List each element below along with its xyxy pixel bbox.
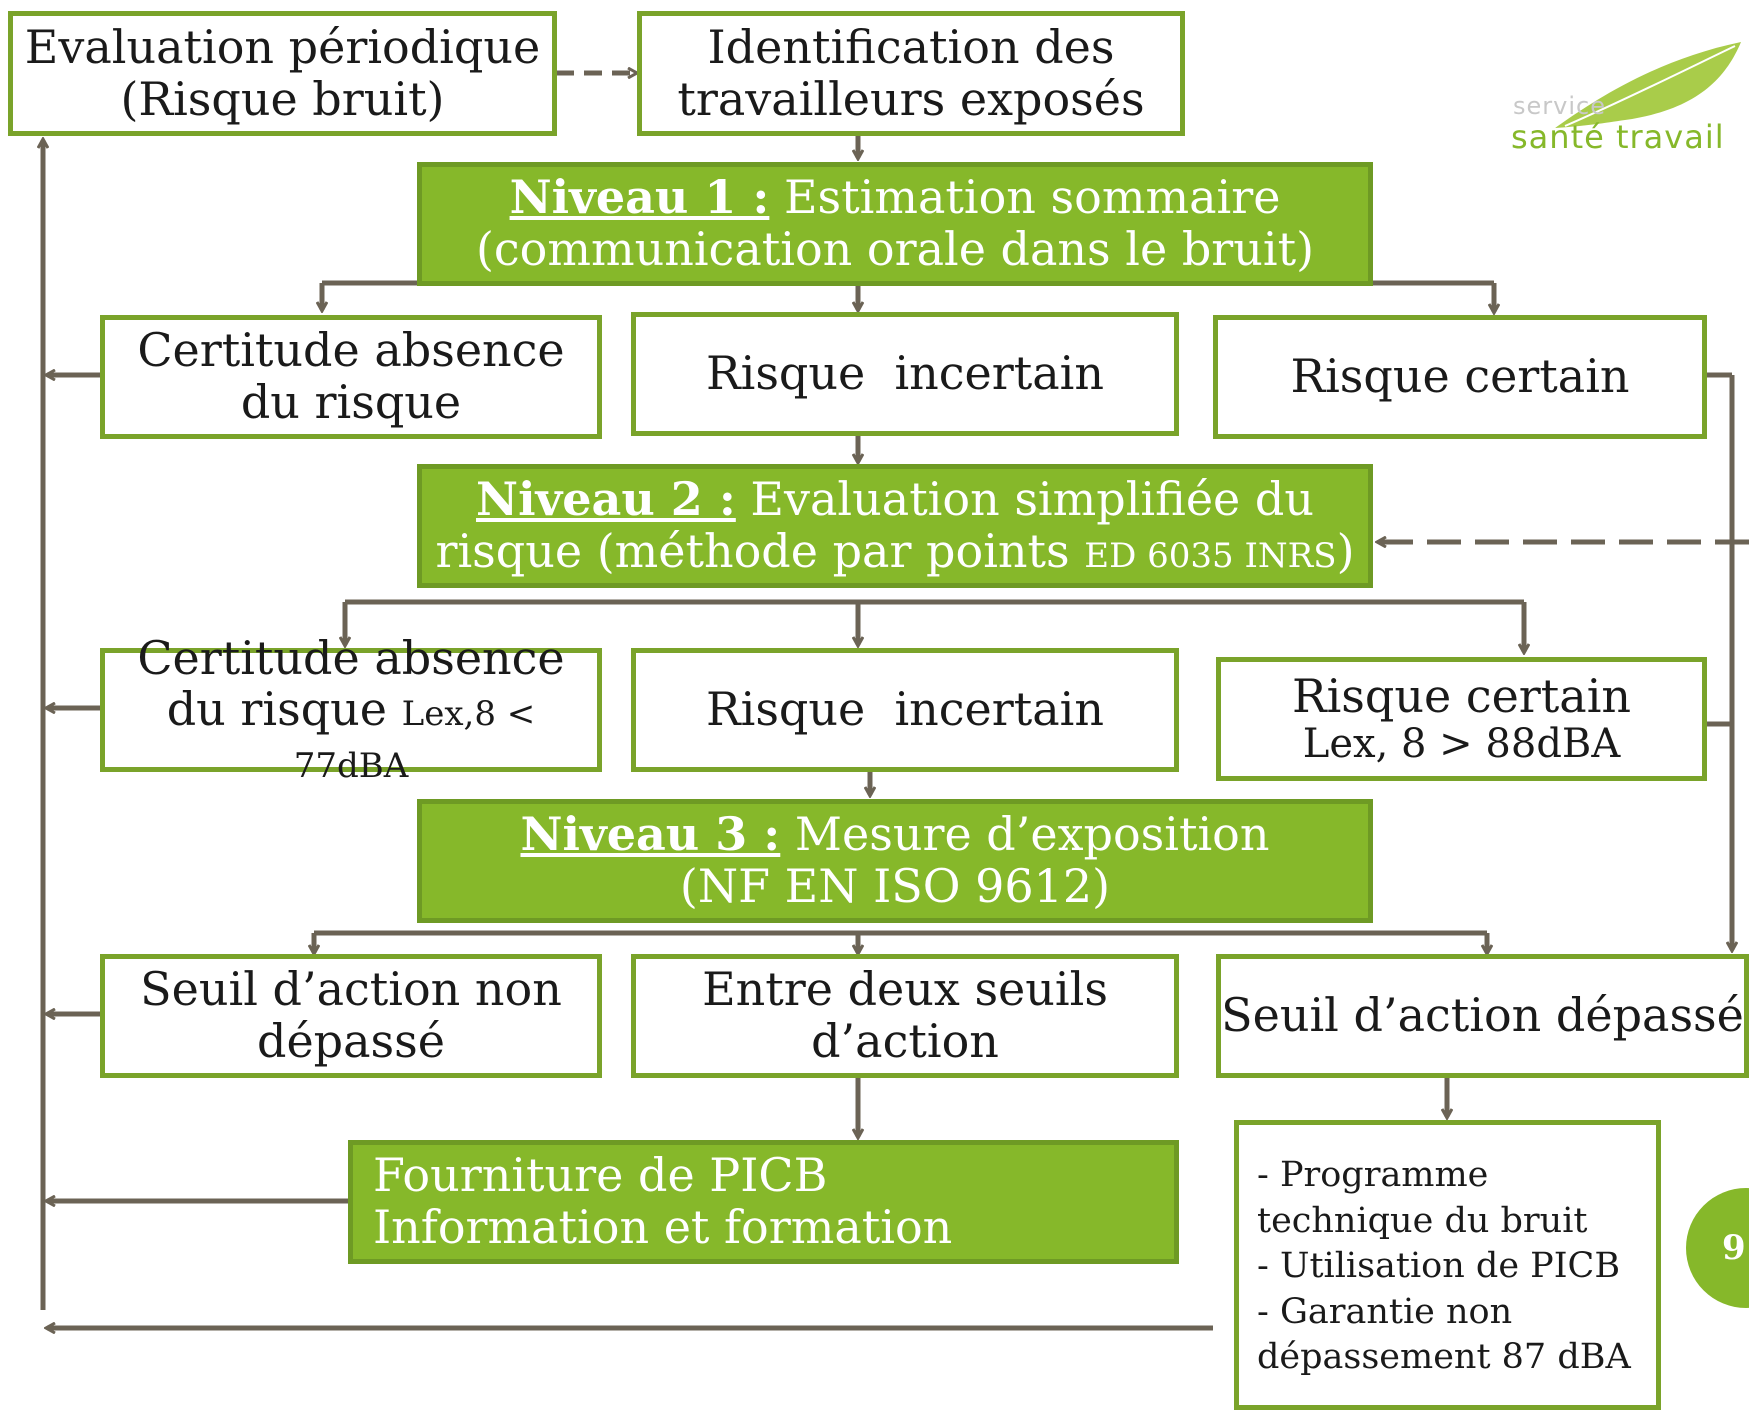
n1-absence-line1: Certitude absence [137, 323, 565, 378]
niveau2-subtitle-a: risque (méthode par points [435, 524, 1085, 578]
niveau1-heading: Niveau 1 : Estimation sommaire [510, 172, 1281, 224]
action-line: - Garantie non [1257, 1291, 1513, 1332]
n1-risque-certain-box: Risque certain [1213, 315, 1707, 439]
n2-absence-lex: Lex,8 < 77dBA [293, 694, 536, 786]
n3-entre-deux-seuils-box: Entre deux seuils d’action [631, 954, 1179, 1078]
niveau1-title: Estimation sommaire [769, 170, 1281, 225]
worker-identification-line2: travailleurs exposés [677, 71, 1145, 126]
picb-line1: Fourniture de PICB [373, 1148, 828, 1203]
worker-identification-line1: Identification des [707, 19, 1115, 74]
logo-text-service: service [1513, 92, 1606, 120]
n2-certain-line1: Risque certain [1291, 668, 1632, 723]
periodic-evaluation-line1: Evaluation périodique [24, 19, 541, 74]
n3-non-depasse-line2: dépassé [257, 1014, 445, 1068]
n2-absence-line2: du risque Lex,8 < 77dBA [105, 682, 597, 787]
n3-entre-line1: Entre deux seuils [702, 962, 1108, 1017]
n3-seuil-depasse-box: Seuil d’action dépassé [1216, 954, 1749, 1078]
periodic-evaluation-line2: (Risque bruit) [120, 71, 445, 126]
n3-seuil-non-depasse-box: Seuil d’action non dépassé [100, 954, 602, 1078]
niveau2-box: Niveau 2 : Evaluation simplifiée du risq… [417, 464, 1373, 588]
niveau2-label: Niveau 2 : [476, 472, 736, 527]
actions-box: - Programme technique du bruit - Utilisa… [1234, 1120, 1661, 1410]
niveau3-box: Niveau 3 : Mesure d’exposition (NF EN IS… [417, 799, 1373, 923]
page-number: 9 [1722, 1228, 1746, 1268]
niveau1-label: Niveau 1 : [509, 170, 770, 225]
action-line: - Utilisation de PICB [1257, 1246, 1621, 1286]
niveau3-title: Mesure d’exposition [780, 807, 1270, 862]
leaf-icon [1555, 42, 1741, 128]
niveau2-subtitle-ref: ED 6035 INRS [1084, 536, 1337, 576]
worker-identification-box: Identification des travailleurs exposés [637, 11, 1185, 136]
niveau2-title: Evaluation simplifiée du [735, 472, 1314, 527]
periodic-evaluation-box: Evaluation périodique (Risque bruit) [8, 11, 557, 136]
n1-absence-risque-box: Certitude absence du risque [100, 315, 602, 439]
n2-risque-certain-box: Risque certain Lex, 8 > 88dBA [1216, 657, 1707, 781]
action-line: technique du bruit [1257, 1200, 1588, 1241]
n2-absence-line1: Certitude absence [137, 630, 565, 685]
action-line: - Programme [1257, 1155, 1489, 1195]
niveau2-subtitle-b: ) [1336, 524, 1355, 578]
n3-depasse-text: Seuil d’action dépassé [1221, 988, 1744, 1043]
n1-risque-incertain-box: Risque incertain [631, 312, 1179, 436]
niveau1-box: Niveau 1 : Estimation sommaire (communic… [417, 162, 1373, 286]
action-line: dépassement 87 dBA [1257, 1337, 1631, 1377]
niveau1-subtitle: (communication orale dans le bruit) [475, 222, 1315, 276]
n1-incertain-text: Risque incertain [705, 346, 1105, 401]
n1-certain-text: Risque certain [1290, 349, 1630, 404]
n3-non-depasse-line1: Seuil d’action non [140, 962, 562, 1017]
niveau2-heading: Niveau 2 : Evaluation simplifiée du [476, 474, 1314, 526]
n2-absence-risque-box: Certitude absence du risque Lex,8 < 77dB… [100, 632, 602, 785]
n2-certain-line2: Lex, 8 > 88dBA [1302, 721, 1621, 768]
n2-absence-line2-a: du risque [166, 682, 402, 737]
picb-line2: Information et formation [373, 1200, 953, 1254]
n1-absence-line2: du risque [240, 375, 462, 429]
niveau3-label: Niveau 3 : [520, 807, 781, 862]
service-sante-travail-logo: service santé travail [1505, 40, 1749, 160]
n2-incertain-text: Risque incertain [705, 682, 1105, 737]
niveau3-subtitle: (NF EN ISO 9612) [679, 859, 1111, 913]
niveau2-subtitle: risque (méthode par points ED 6035 INRS) [435, 524, 1355, 578]
n3-entre-line2: d’action [811, 1014, 999, 1068]
logo-text-sante-travail: santé travail [1511, 118, 1725, 156]
niveau3-heading: Niveau 3 : Mesure d’exposition [520, 809, 1269, 861]
n2-risque-incertain-box: Risque incertain [631, 648, 1179, 772]
picb-box: Fourniture de PICB Information et format… [348, 1140, 1179, 1264]
